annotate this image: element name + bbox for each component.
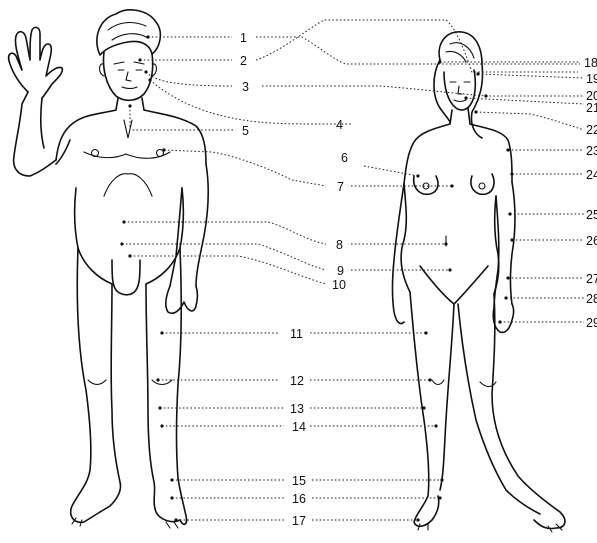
label-6: 6 bbox=[341, 151, 348, 165]
marker-dots bbox=[120, 35, 513, 521]
label-25: 25 bbox=[586, 208, 597, 222]
label-21: 21 bbox=[586, 101, 597, 115]
label-3: 3 bbox=[242, 80, 249, 94]
label-16: 16 bbox=[292, 492, 306, 506]
label-10: 10 bbox=[332, 278, 346, 292]
label-23: 23 bbox=[586, 144, 597, 158]
label-24: 24 bbox=[586, 168, 597, 182]
label-7: 7 bbox=[337, 180, 344, 194]
label-13: 13 bbox=[290, 402, 304, 416]
label-22: 22 bbox=[586, 123, 597, 137]
leader-lines bbox=[122, 20, 584, 520]
label-1: 1 bbox=[240, 31, 247, 45]
label-11: 11 bbox=[290, 327, 303, 341]
label-8: 8 bbox=[336, 238, 343, 252]
label-29: 29 bbox=[586, 316, 597, 330]
label-15: 15 bbox=[292, 474, 306, 488]
label-5: 5 bbox=[242, 124, 249, 138]
female-figure bbox=[393, 32, 565, 532]
male-figure bbox=[9, 10, 208, 528]
label-14: 14 bbox=[292, 420, 306, 434]
label-9: 9 bbox=[337, 264, 344, 278]
label-26: 26 bbox=[586, 234, 597, 248]
label-28: 28 bbox=[586, 292, 597, 306]
label-4: 4 bbox=[336, 118, 343, 132]
label-2: 2 bbox=[240, 54, 247, 68]
label-17: 17 bbox=[292, 514, 306, 528]
label-19: 19 bbox=[586, 72, 597, 86]
label-27: 27 bbox=[586, 272, 597, 286]
label-12: 12 bbox=[290, 374, 304, 388]
label-18: 18 bbox=[584, 56, 597, 70]
region-labels: 1 2 3 4 5 6 7 8 9 10 11 12 13 14 15 16 1… bbox=[240, 31, 597, 528]
